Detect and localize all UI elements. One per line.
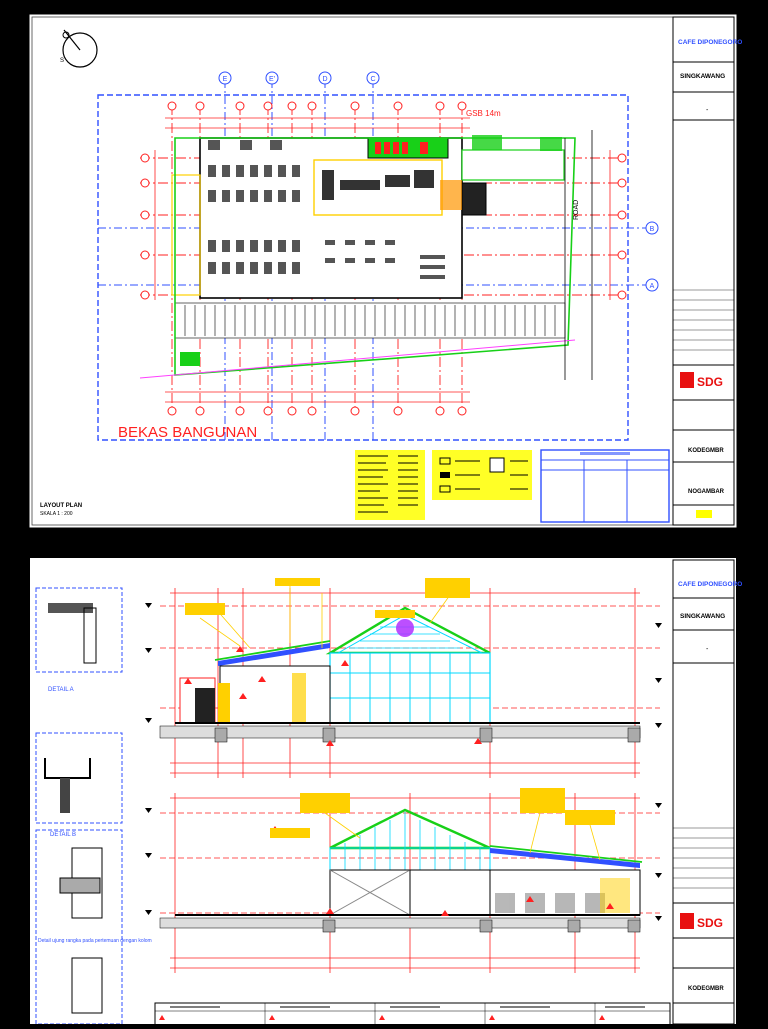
magenta-road-line — [139, 339, 576, 379]
elevation-front — [145, 578, 662, 778]
legend-yellow — [355, 450, 425, 520]
layout-plan-sheet: S E E' D C B A — [29, 14, 743, 528]
building-footprint — [171, 135, 565, 299]
gsb-label: GSB 14m — [466, 109, 501, 118]
title-block-1: CAFE DIPONEGORO SINGKAWANG - SDG KODEGMB… — [672, 16, 742, 526]
red-grid-bubbles — [140, 101, 627, 416]
project-name: CAFE DIPONEGORO — [678, 39, 742, 46]
material-table — [154, 1002, 671, 1029]
title-block-2: CAFE DIPONEGORO SINGKAWANG - SDG KODEGMB… — [672, 559, 742, 1025]
legend-symbols — [432, 450, 532, 500]
svg-text:D: D — [322, 76, 327, 83]
logo-mark-icon-2 — [680, 913, 694, 929]
detail-c: Detail ujung rangka pada pertemuan denga… — [35, 829, 152, 1025]
road-label: ROAD — [573, 200, 580, 220]
north-arrow-icon: S — [60, 29, 98, 68]
svg-text:E: E — [223, 76, 228, 83]
logo-text-2: SDG — [697, 916, 723, 930]
plan-title: LAYOUT PLAN — [40, 503, 82, 509]
site-label: BEKAS BANGUNAN — [118, 424, 257, 441]
project-location-2: SINGKAWANG — [680, 613, 725, 620]
sheet-badge — [696, 510, 712, 518]
title-dash: - — [706, 107, 709, 114]
drawing-code: KODEGMBR — [688, 448, 724, 454]
site-boundary — [97, 94, 629, 441]
detail-b: DETAIL B — [35, 732, 123, 838]
detail-a: DETAIL A — [35, 587, 123, 693]
project-name-2: CAFE DIPONEGORO — [678, 581, 742, 588]
legend-table-blue — [540, 449, 670, 523]
svg-text:A: A — [650, 283, 655, 290]
logo-text: SDG — [697, 375, 723, 389]
site-green-boundary — [174, 137, 576, 376]
elevation-sheet: DETAIL A DETAIL B Detail ujung rangka pa… — [0, 548, 768, 1029]
title-dash-2: - — [706, 646, 709, 653]
layout-plan-drawing: S E E' D C B A — [29, 14, 742, 528]
svg-text:C: C — [370, 76, 375, 83]
kitchen-equipment — [322, 170, 434, 200]
dining-tables — [208, 140, 445, 279]
detail-note: Detail ujung rangka pada pertemuan denga… — [38, 938, 152, 944]
elevation-side — [145, 788, 662, 973]
gate-block — [180, 352, 200, 366]
svg-text:S: S — [60, 58, 64, 64]
sheet-number: NOGAMBAR — [688, 489, 725, 495]
detail-a-label: DETAIL A — [48, 687, 74, 693]
plan-scale: SKALA 1 : 200 — [40, 511, 73, 517]
svg-text:B: B — [650, 226, 655, 233]
elevation-drawing: DETAIL A DETAIL B Detail ujung rangka pa… — [30, 558, 742, 1029]
logo-mark-icon — [680, 372, 694, 388]
drawing-code-2: KODEGMBR — [688, 986, 724, 992]
detail-b-label: DETAIL B — [50, 832, 76, 838]
parking-area — [174, 302, 566, 339]
svg-text:E': E' — [269, 76, 275, 83]
project-location: SINGKAWANG — [680, 73, 725, 80]
